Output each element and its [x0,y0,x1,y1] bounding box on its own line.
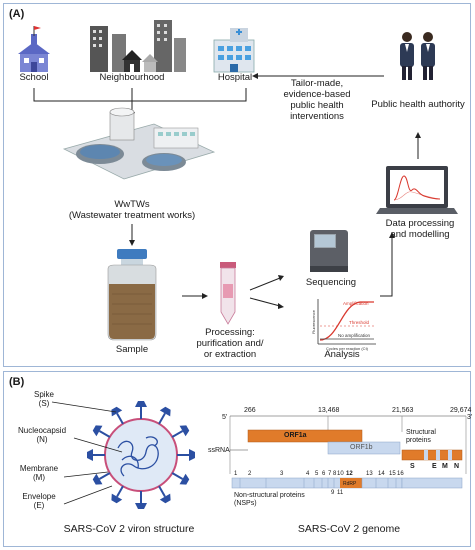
panel-a: (A) [3,3,471,367]
gene-m-label: M [442,463,448,470]
nsp-number: 13 [366,471,373,477]
wwtw-plant-icon [62,107,216,180]
spike-proteins [87,401,195,509]
membrane-label: Membrane [19,464,59,473]
qpcr-threshold-label: Threshold [349,320,370,325]
spike-abbrev: (S) [38,399,50,408]
nsp-number: 7 [328,471,332,477]
qpcr-amplification-label: Amplification [343,301,369,306]
intervention-line-2: evidence-based [283,89,351,100]
hospital-label: Hospital [217,72,253,83]
hospital-icon [213,28,255,73]
intervention-line-1: Tailor-made, [290,78,344,89]
qpcr-xlabel: Cycles per reaction (Ct) [326,346,369,351]
nsp-number: 3 [280,471,284,477]
qpcr-ylabel: Fluorescence [311,309,317,335]
gene-n-label: N [454,463,460,470]
rdrp-label: RdRP [343,481,357,487]
laptop-icon [376,166,458,214]
gene-s-label: S [410,463,415,470]
nsp-number: 1 [234,471,238,477]
nsp-number: 2 [248,471,252,477]
gene-e-label: E [432,463,437,470]
panel-b-label: (B) [9,376,25,388]
nsp-number: 16 [397,471,404,477]
virion-title: SARS-CoV 2 viron structure [63,523,195,535]
nsp-label: Non-structural proteins [234,492,305,499]
sequencer-icon [310,230,348,272]
sequencing-label: Sequencing [305,277,357,288]
position-266: 266 [244,407,256,414]
envelope-abbrev: (E) [33,501,45,510]
intervention-line-4: interventions [290,111,344,122]
processing-line-3: or extraction [203,349,257,360]
position-21563: 21,563 [392,407,414,414]
nsp-number: 10 [337,471,344,477]
processing-line-1: Processing: [205,327,255,338]
position-29674: 29,674 [450,407,472,414]
nsp-number: 15 [389,471,396,477]
neighbourhood-label: Neighbourhood [99,72,165,83]
data-modelling-label: and modelling [390,229,450,240]
qpcr-plot [317,299,376,345]
orf1b-label: ORF1b [350,444,373,451]
school-label: School [19,72,49,83]
nsp-abbrev: (NSPs) [234,500,257,507]
panel-a-label: (A) [9,8,25,20]
nsp-number: 6 [322,471,326,477]
nsp-number: 5 [315,471,319,477]
processing-line-2: purification and/ [196,338,264,349]
structural-label-1: Structural [406,429,436,436]
school-icon [18,26,50,72]
spike-label: Spike [33,390,54,399]
envelope-label: Envelope [22,492,56,501]
sample-label: Sample [115,344,149,355]
data-processing-label: Data processing [385,218,455,229]
wwtw-full-label: (Wastewater treatment works) [68,210,196,221]
ssrna-label: ssRNA [208,447,230,454]
nucleocapsid-label: Nucleocapsid [17,426,67,435]
panel-a-graphics [18,20,458,345]
structural-label-2: proteins [406,437,431,444]
sample-tube-icon [220,262,236,325]
intervention-line-3: public health [290,100,344,111]
genome-diagram [229,415,467,489]
nsp-11-label: 11 [337,490,344,496]
nucleocapsid-abbrev: (N) [36,435,48,444]
nsp-number: 4 [306,471,310,477]
authority-icon [400,32,435,80]
nsp-9-label: 9 [331,490,335,496]
virion-icon [87,401,195,509]
neighbourhood-icon [90,20,186,72]
position-13468: 13,468 [318,407,340,414]
panel-b: (B) [3,371,473,547]
analysis-label: Analysis [324,349,360,360]
membrane-abbrev: (M) [33,473,45,482]
qpcr-no-amplification-label: No amplification [338,333,371,338]
nsp-number: 14 [378,471,385,477]
nsp-number: 8 [333,471,337,477]
three-prime-label: 3' [467,414,473,421]
orf1a-label: ORF1a [284,432,307,439]
nsp-number: 12 [346,471,353,477]
panel-b-graphics [51,401,467,509]
authority-label: Public health authority [371,99,465,110]
five-prime-label: 5' [222,414,228,421]
wwtw-label: WwTWs [114,199,150,210]
genome-title: SARS-CoV 2 genome [297,523,401,535]
sample-bottle-icon [107,249,157,341]
